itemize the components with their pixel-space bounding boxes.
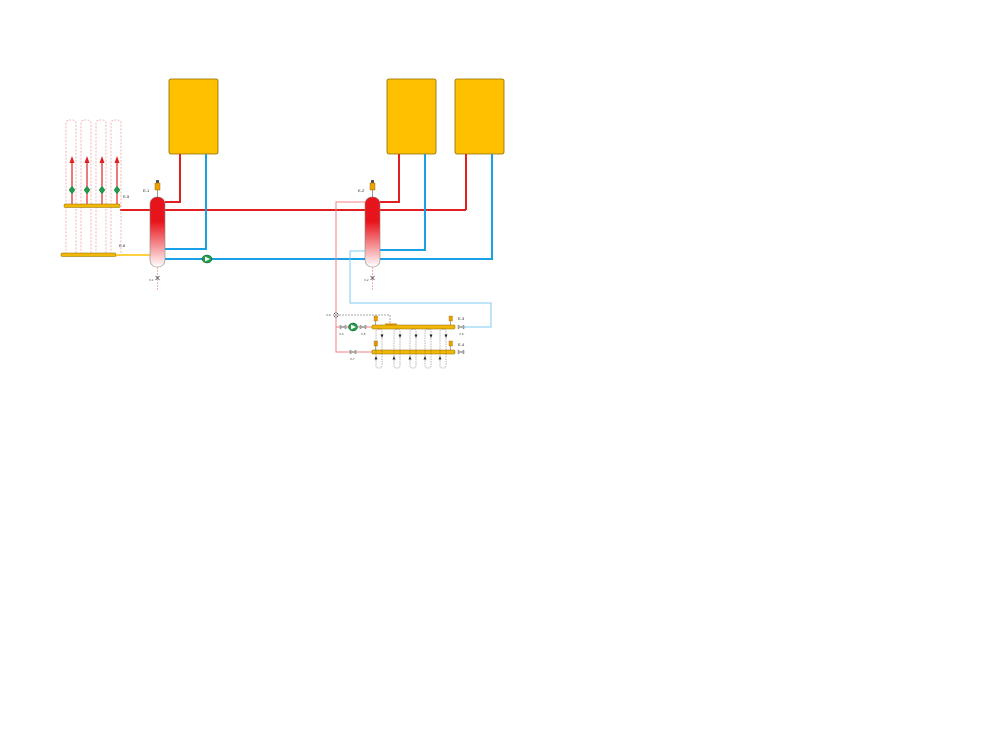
flow-arrow-icon xyxy=(438,356,442,360)
separator-2-body xyxy=(364,196,381,268)
separator-1-body xyxy=(149,196,166,268)
air-vent-icon xyxy=(448,315,453,325)
flow-arrow-icon xyxy=(429,334,433,338)
air-vent-icon xyxy=(448,340,453,350)
boiler-2-return xyxy=(380,154,426,251)
ball-valve-icon xyxy=(349,349,357,355)
valve-e-label: V-7 xyxy=(350,357,355,361)
boiler-3 xyxy=(454,78,505,155)
flow-arrow-icon xyxy=(69,156,75,163)
supply-pipes xyxy=(120,154,467,211)
circulation-pump-icon xyxy=(113,185,121,195)
manifold-e3-label: E-3 xyxy=(458,316,465,321)
flow-arrow-icon xyxy=(444,334,448,338)
circulation-pump-icon xyxy=(83,185,91,195)
flow-arrow-icon xyxy=(374,356,378,360)
manifold-e5 xyxy=(63,203,121,208)
valve-b-label: V-4 xyxy=(339,332,344,336)
flow-arrow-icon xyxy=(398,334,402,338)
manifold-e5-label: E-5 xyxy=(123,194,130,199)
flow-arrow-icon xyxy=(114,156,120,163)
secondary-return-line xyxy=(349,250,492,328)
flow-arrow-icon xyxy=(392,356,396,360)
left-heating-circuits: E-5 E-6 xyxy=(60,119,150,257)
valve-d-label: V-6 xyxy=(459,332,464,336)
boiler-1-return xyxy=(165,154,207,250)
air-vent-icon xyxy=(369,180,376,191)
manifold-e4-label: E-4 xyxy=(458,342,465,347)
valve-a-label: V-3 xyxy=(326,313,331,317)
boiler-2 xyxy=(386,78,437,155)
air-vent-icon xyxy=(154,180,161,191)
flow-arrow-icon xyxy=(84,156,90,163)
flow-arrow-icon xyxy=(414,334,418,338)
flow-arrow-icon xyxy=(99,156,105,163)
floor-loop-2 xyxy=(393,328,401,369)
manifold-e3 xyxy=(371,324,456,330)
secondary-circuit: E-3 E-4 V-3 V-4 xyxy=(326,201,492,369)
floor-loop-3 xyxy=(409,328,417,369)
drain-1-label: V-1 xyxy=(149,278,154,282)
floor-loop-1 xyxy=(375,328,383,369)
mixing-bypass-line xyxy=(336,314,391,325)
circulation-pump-icon xyxy=(201,254,213,264)
air-vent-icon xyxy=(373,340,378,350)
ball-valve-icon xyxy=(155,275,160,281)
manifold-e4 xyxy=(371,349,456,355)
manifold-e3-collar xyxy=(385,323,397,325)
separator-2-label: E-2 xyxy=(358,188,365,193)
manifold-e6 xyxy=(60,252,117,257)
ball-valve-icon xyxy=(333,312,339,318)
floor-loop-4 xyxy=(424,328,432,369)
ball-valve-icon xyxy=(457,349,465,355)
hydraulic-separator-1: E-1 V-1 xyxy=(143,180,166,290)
ball-valve-icon xyxy=(339,324,347,330)
flow-arrow-icon xyxy=(423,356,427,360)
circulation-pump-icon xyxy=(98,185,106,195)
ball-valve-icon xyxy=(457,324,465,330)
valve-c-label: V-5 xyxy=(361,332,366,336)
main-return-header xyxy=(165,154,493,260)
flow-arrow-icon xyxy=(408,356,412,360)
boiler-1-supply xyxy=(165,154,181,203)
hydraulic-separator-2: E-2 V-2 xyxy=(358,180,381,290)
drain-2-label: V-2 xyxy=(364,278,369,282)
separator-1-label: E-1 xyxy=(143,188,150,193)
ball-valve-icon xyxy=(370,275,375,281)
floor-loop-5 xyxy=(439,328,447,369)
manifold-e6-label: E-6 xyxy=(119,243,126,248)
circulation-pump-icon xyxy=(348,322,358,332)
circulation-pump-icon xyxy=(68,185,76,195)
air-vent-icon xyxy=(373,315,378,325)
boiler-2-supply xyxy=(380,154,400,203)
ball-valve-icon xyxy=(359,324,367,330)
flow-arrow-icon xyxy=(380,334,384,338)
return-pipes xyxy=(165,154,493,260)
boiler-1 xyxy=(168,78,219,155)
